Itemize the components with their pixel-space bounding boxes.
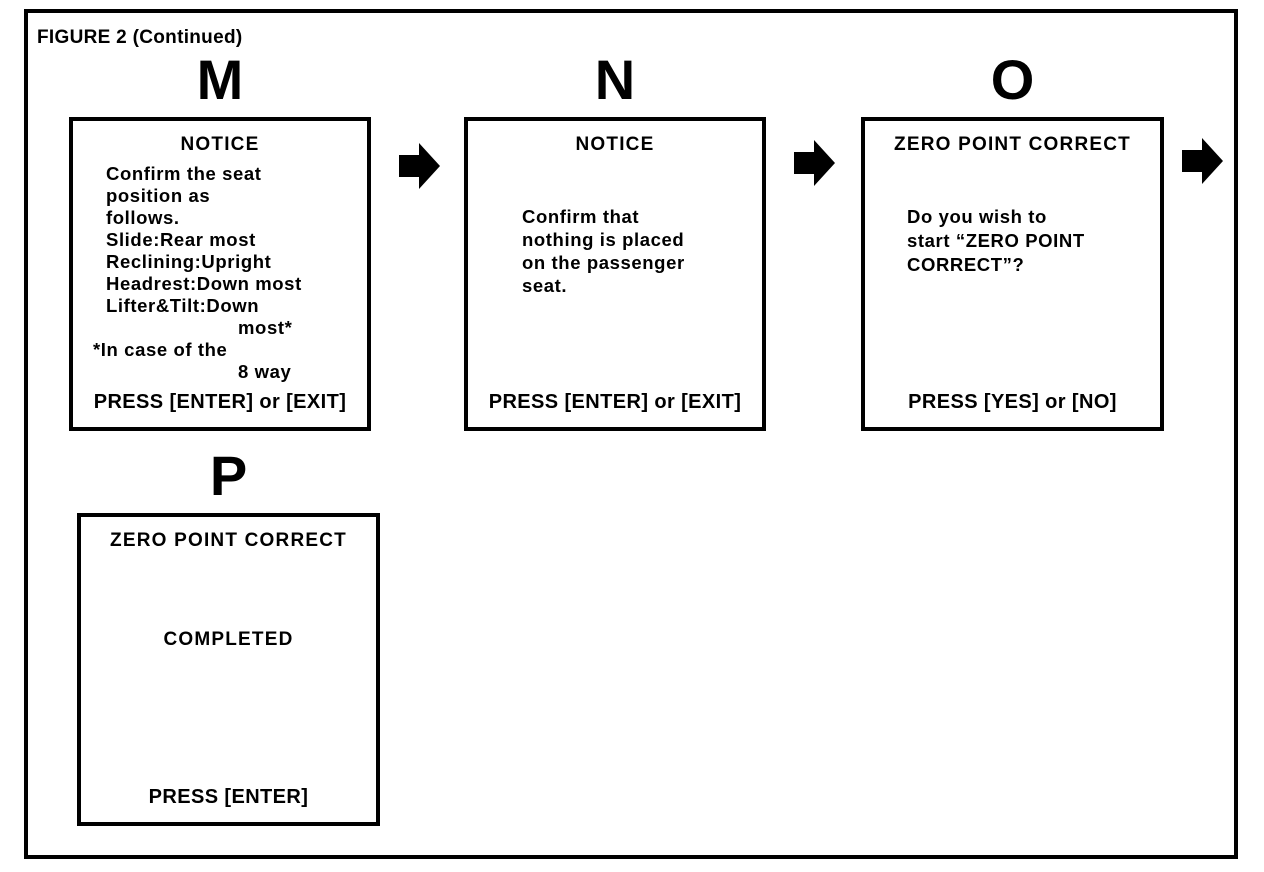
screen-letter-o: O: [990, 48, 1035, 111]
screen-letter-n: N: [594, 48, 636, 111]
screen-m-heading: NOTICE: [180, 134, 260, 155]
screen-p-footer: PRESS [ENTER]: [148, 786, 309, 808]
body-line: Confirm the seat: [106, 163, 262, 184]
screen-box-n: NOTICE Confirm that nothing is placed on…: [464, 117, 766, 431]
screen-m-body: Confirm the seat position as follows. Sl…: [73, 163, 367, 383]
figure-border: [24, 9, 1238, 859]
body-line: nothing is placed: [522, 229, 685, 250]
arrow-right-icon: [794, 139, 836, 187]
screen-p-heading: ZERO POINT CORRECT: [110, 530, 347, 551]
screen-letter-m: M: [196, 48, 244, 111]
screen-n-footer: PRESS [ENTER] or [EXIT]: [488, 391, 742, 413]
body-line: CORRECT”?: [907, 254, 1025, 275]
screen-p-status: COMPLETED: [163, 629, 294, 650]
body-line: on the passenger: [522, 252, 685, 273]
figure-title: FIGURE 2 (Continued): [37, 27, 243, 48]
body-line: 8 way: [238, 361, 292, 382]
body-line: Lifter&Tilt:Down: [106, 295, 260, 316]
body-line: Slide:Rear most: [106, 229, 256, 250]
screen-box-p: ZERO POINT CORRECT COMPLETED PRESS [ENTE…: [77, 513, 380, 826]
body-line: most*: [238, 317, 293, 338]
body-line: start “ZERO POINT: [907, 230, 1085, 251]
body-line: *In case of the: [93, 339, 228, 360]
body-line: position as: [106, 185, 211, 206]
screen-m-footer: PRESS [ENTER] or [EXIT]: [93, 391, 347, 413]
body-line: Do you wish to: [907, 206, 1047, 227]
arrow-right-icon: [399, 142, 441, 190]
screen-o-heading: ZERO POINT CORRECT: [894, 134, 1131, 155]
screen-n-body: Confirm that nothing is placed on the pa…: [468, 205, 762, 297]
screen-o-body: Do you wish to start “ZERO POINT CORRECT…: [865, 205, 1160, 277]
body-line: follows.: [106, 207, 180, 228]
body-line: Reclining:Upright: [106, 251, 272, 272]
screen-o-footer: PRESS [YES] or [NO]: [908, 391, 1117, 413]
body-line: Headrest:Down most: [106, 273, 302, 294]
screen-n-heading: NOTICE: [575, 134, 655, 155]
body-line: seat.: [522, 275, 568, 296]
screen-box-o: ZERO POINT CORRECT Do you wish to start …: [861, 117, 1164, 431]
screen-box-m: NOTICE Confirm the seat position as foll…: [69, 117, 371, 431]
body-line: Confirm that: [522, 206, 640, 227]
screen-letter-p: P: [209, 444, 248, 507]
arrow-right-icon: [1182, 137, 1224, 185]
